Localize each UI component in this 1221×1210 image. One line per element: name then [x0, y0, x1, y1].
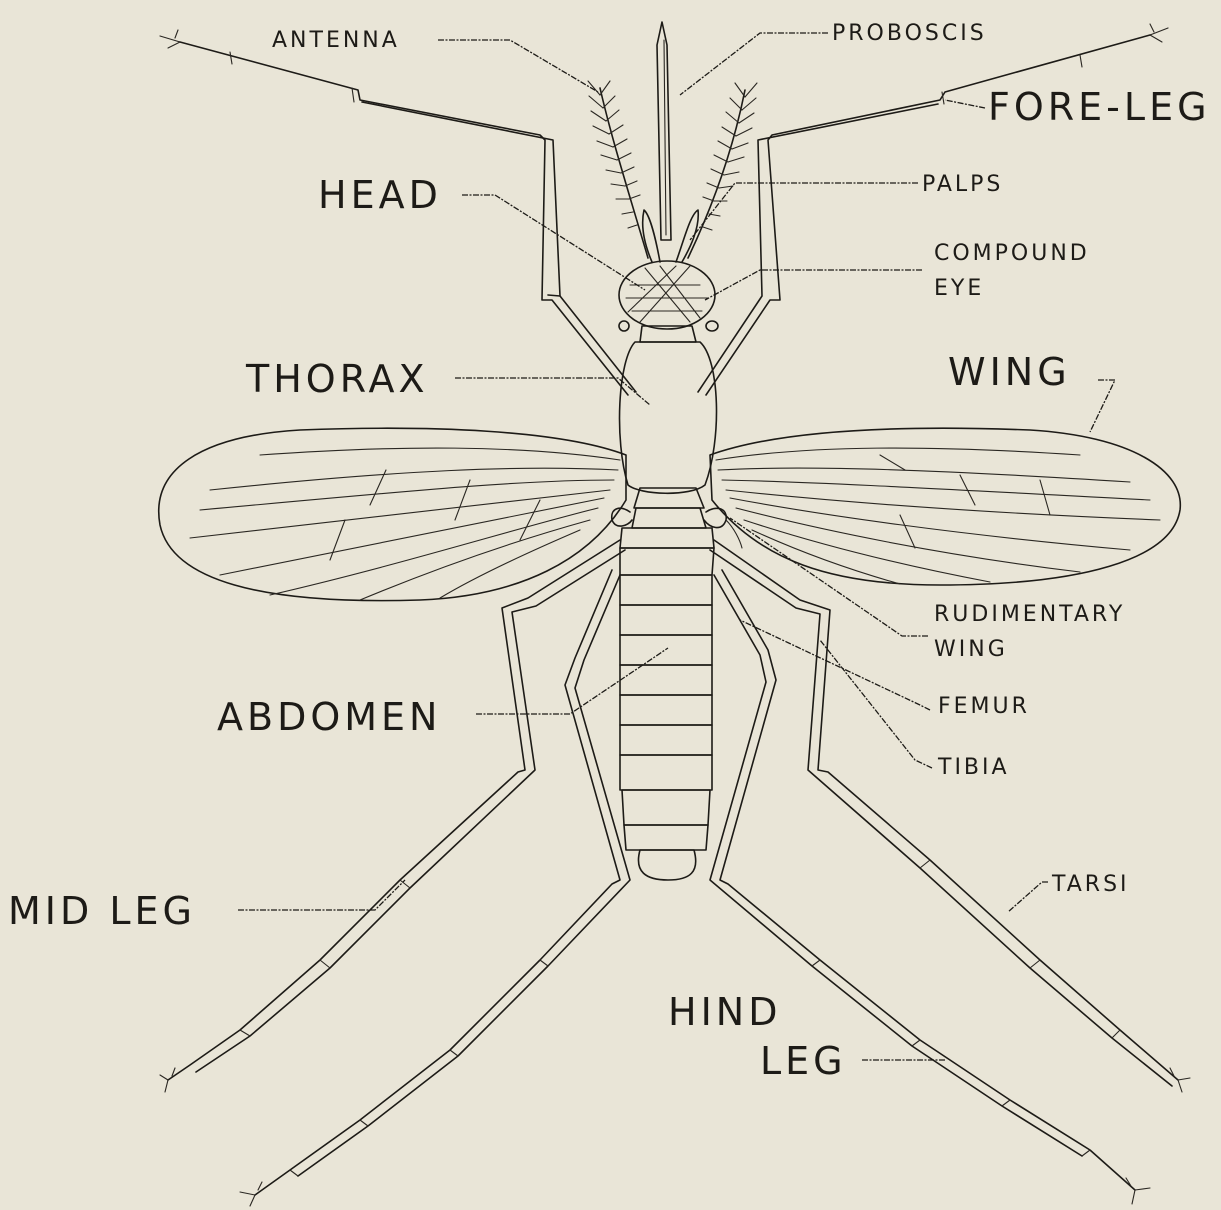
- label-palps: PALPS: [922, 172, 1003, 197]
- label-mid-leg: MID LEG: [8, 889, 196, 933]
- label-hind-leg-line1: HIND: [668, 990, 781, 1034]
- label-hind-leg-line2: LEG: [760, 1039, 847, 1083]
- label-femur: FEMUR: [938, 694, 1030, 719]
- proboscis-part: [657, 22, 671, 240]
- fore-leg-right-part: [698, 24, 1168, 395]
- label-thorax: THORAX: [245, 357, 429, 401]
- labels: ANTENNA PROBOSCIS FORE-LEG HEAD PALPS CO…: [8, 21, 1211, 1083]
- wing-right-part: [710, 428, 1180, 585]
- label-fore-leg: FORE-LEG: [988, 85, 1211, 129]
- head-part: [619, 261, 718, 331]
- mid-leg-left-part: [160, 540, 625, 1092]
- hind-leg-left-part: [240, 570, 630, 1206]
- label-proboscis: PROBOSCIS: [832, 21, 987, 46]
- antenna-right-part: [688, 83, 757, 258]
- label-abdomen: ABDOMEN: [217, 695, 441, 739]
- antenna-left-part: [588, 81, 648, 258]
- label-wing: WING: [948, 350, 1071, 394]
- label-rudimentary-wing-line1: RUDIMENTARY: [934, 602, 1125, 627]
- wing-left-part: [159, 428, 626, 600]
- thorax-part: [620, 342, 717, 493]
- label-compound-eye-line1: COMPOUND: [934, 241, 1090, 266]
- label-compound-eye-line2: EYE: [934, 276, 984, 301]
- label-antenna: ANTENNA: [272, 28, 400, 53]
- label-tibia: TIBIA: [937, 755, 1010, 780]
- label-tarsi: TARSI: [1051, 872, 1130, 897]
- label-rudimentary-wing-line2: WING: [934, 637, 1008, 662]
- abdomen-part: [620, 528, 714, 880]
- label-head: HEAD: [318, 173, 442, 217]
